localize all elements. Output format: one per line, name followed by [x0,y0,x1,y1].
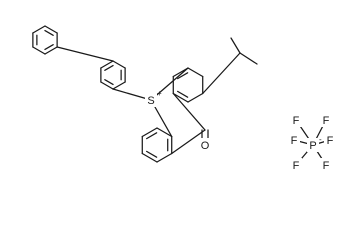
top-right-ring-bond [187,67,204,78]
bond-layer [32,25,331,166]
top-right-ring-bond [172,92,189,103]
bottom-left-ring-inner-double-bond [146,150,158,158]
sulfur-atom-label-charge: + [157,89,162,98]
sulfur-right-ring-bond [150,67,189,101]
fluorine-atom-top-left: F [293,115,300,127]
bottom-left-ring-bond [141,152,158,163]
fluorine-atom-bottom-left: F [293,160,300,172]
oxygen-atom-label: O [201,140,210,152]
phenylene-ring-bond [112,81,126,90]
phenylene-ring-inner-double-bond [104,64,114,71]
carbonyl-left-bond [171,129,206,155]
top-right-ring-inner-double-bond [177,90,189,98]
isopropyl-methyl-1-bond [230,37,241,54]
fluorine-atom-mid-right: F [327,135,334,147]
fluorine-atom-mid-left: F [291,135,298,147]
bottom-left-ring-inner-double-bond [146,132,158,140]
terminal-phenyl-ring-bond [44,25,58,34]
biaryl-bond [56,46,114,62]
terminal-phenyl-ring-inner-double-bond [44,44,54,51]
phenylene-ring-inner-double-bond [104,79,114,86]
carbonyl-right-bond [172,92,206,131]
phenylene-ring-bond [112,60,126,69]
top-right-ring-bond [187,92,204,103]
sulfur-atom-label: S [147,95,154,107]
phosphorus-atom-label-charge: - [319,135,322,144]
fluorine-atom-mid-right-background [324,133,336,147]
oxygen-atom-label-background [199,138,211,152]
sulfur-atom-label-background [145,93,157,107]
fluorine-atom-bottom-left-background [290,158,302,172]
fluorine-atom-top-right: F [323,115,330,127]
bottom-left-ring-bond [141,127,158,138]
bottom-left-ring-bond [156,127,173,138]
top-right-ring-inner-double-bond [177,72,189,80]
terminal-phenyl-ring-inner-double-bond [44,29,54,36]
phenylene-ring-bond [100,81,114,90]
phosphorus-atom-label: P [309,140,316,152]
phosphorus-atom-label-background [307,138,319,152]
aryl-sulfur-bond [112,88,152,101]
fluorine-atom-bottom-right: F [323,160,330,172]
isopropyl-methyl-2-bond [239,52,258,65]
terminal-phenyl-ring-bond [32,25,46,34]
terminal-phenyl-ring-bond [32,46,46,55]
fluorine-atom-bottom-right-background [320,158,332,172]
terminal-phenyl-ring-bond [44,46,58,55]
fluorine-atom-mid-left-background [288,133,300,147]
phenylene-ring-bond [100,60,114,69]
isopropyl-bond [202,52,241,95]
bottom-left-ring-bond [156,152,173,163]
fluorine-atom-top-left-background [290,113,302,127]
fluorine-atom-top-right-background [320,113,332,127]
